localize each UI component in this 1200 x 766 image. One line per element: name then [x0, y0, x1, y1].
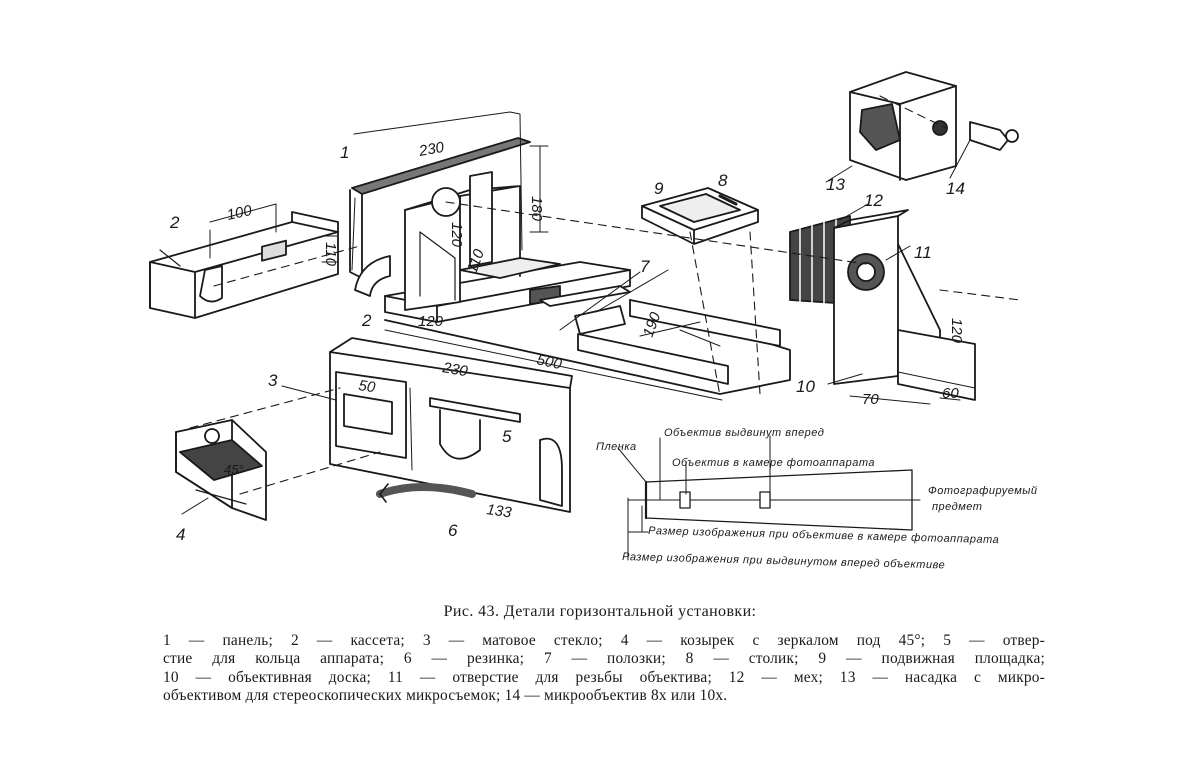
legend-line: 1 — панель; 2 — кассета; 3 — матовое сте… — [163, 632, 1045, 650]
label-1: 1 — [340, 143, 349, 162]
optics-size-in-camera-label: Размер изображения при объективе в камер… — [648, 525, 999, 546]
legend-line: 10 — объективная доска; 11 — отверстие д… — [163, 669, 1045, 687]
dim-120-frame: 120 — [448, 222, 465, 248]
dim-180: 180 — [528, 196, 545, 222]
label-8: 8 — [718, 171, 728, 190]
dim-230-top: 230 — [417, 139, 446, 160]
dim-50: 50 — [357, 377, 377, 396]
optics-film-label: Пленка — [596, 441, 637, 453]
label-12: 12 — [864, 191, 883, 210]
figure-caption: Рис. 43. Детали горизонтальной установки… — [0, 603, 1200, 621]
dim-45-deg: 45° — [224, 462, 244, 477]
lens-board — [834, 210, 975, 404]
label-7: 7 — [640, 257, 650, 276]
optics-size-forward-label: Размер изображения при выдвинутом вперед… — [622, 551, 945, 571]
dim-70: 70 — [862, 391, 879, 408]
label-6: 6 — [448, 521, 458, 540]
label-2-top: 2 — [169, 213, 180, 232]
label-4: 4 — [176, 525, 185, 544]
hood-with-mirror — [176, 420, 266, 520]
dim-110: 110 — [322, 242, 339, 267]
dim-120-board: 120 — [948, 318, 965, 344]
label-14: 14 — [946, 179, 965, 198]
dim-120-rail: 120 — [418, 313, 444, 330]
legend-line: объективом для стереоскопических микросъ… — [163, 687, 1045, 705]
optics-lens-forward-label: Объектив выдвинут вперед — [664, 427, 824, 439]
micro-attachment — [850, 72, 1018, 180]
label-9: 9 — [654, 179, 664, 198]
figure-legend: 1 — панель; 2 — кассета; 3 — матовое сте… — [163, 632, 1045, 706]
optics-subject-label-1: Фотографируемый — [928, 485, 1038, 497]
label-2-lower: 2 — [361, 311, 372, 330]
optics-subject-label-2: предмет — [932, 501, 982, 513]
legend-line: стие для кольца аппарата; 6 — резинка; 7… — [163, 650, 1045, 668]
label-13: 13 — [826, 175, 845, 194]
dim-100: 100 — [225, 202, 254, 224]
label-10: 10 — [796, 377, 815, 396]
label-11: 11 — [914, 243, 932, 262]
dim-60: 60 — [942, 385, 959, 402]
label-3: 3 — [268, 371, 278, 390]
dim-133: 133 — [485, 501, 513, 521]
label-5: 5 — [502, 427, 512, 446]
optics-lens-in-camera-label: Объектив в камере фотоаппарата — [672, 457, 875, 469]
